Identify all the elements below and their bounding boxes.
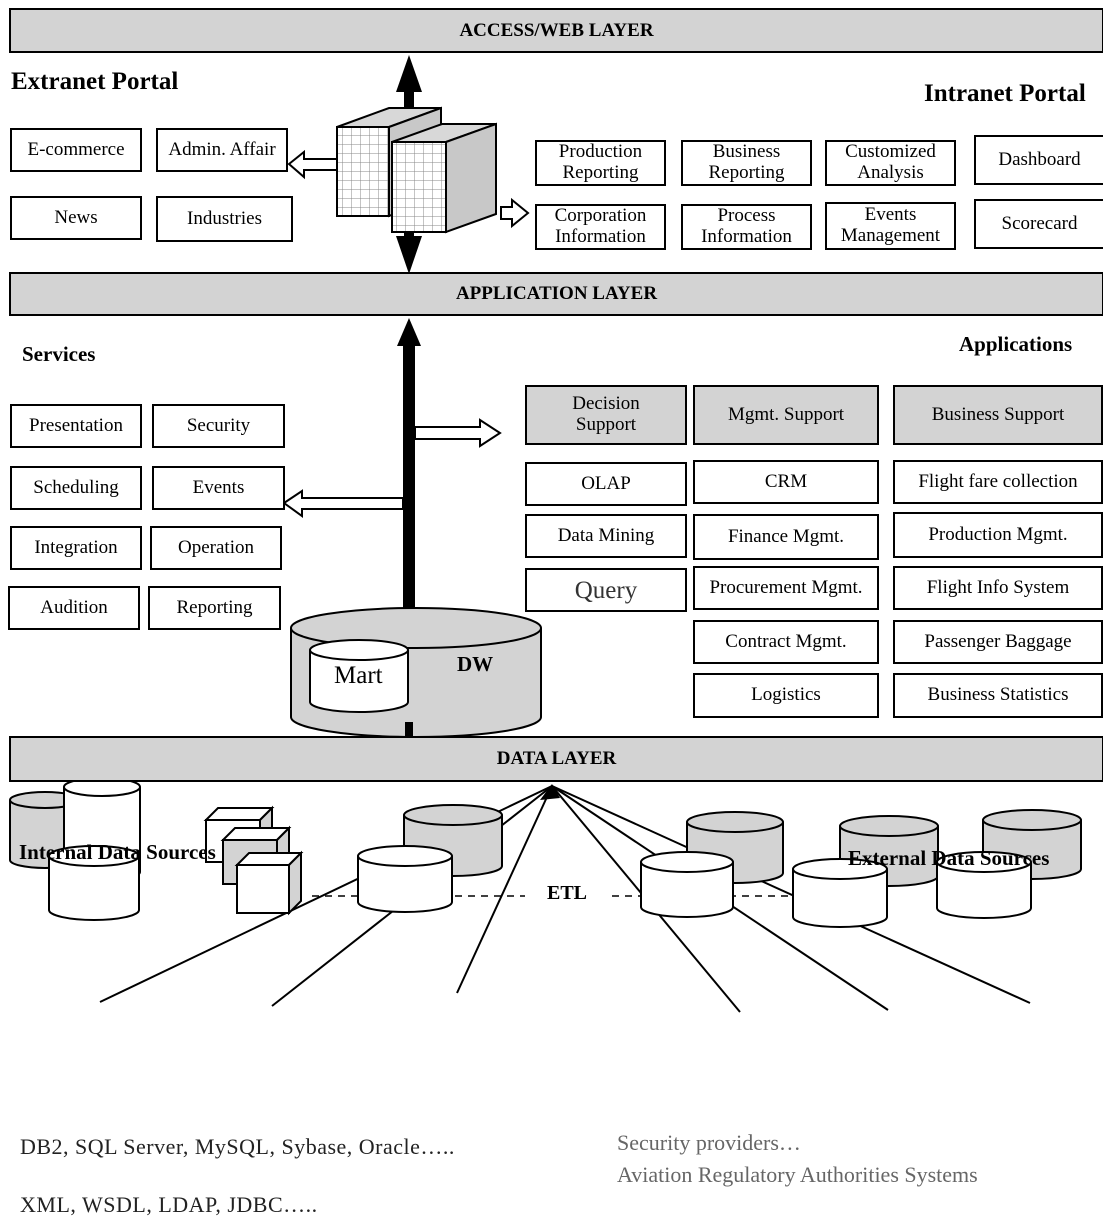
internal-sources-line-1: DB2, SQL Server, MySQL, Sybase, Oracle….… (20, 1134, 455, 1159)
app-header-decision-support[interactable]: Decision Support (525, 385, 687, 445)
external-sources-line-1: Security providers… (617, 1130, 801, 1155)
internal-db-pair-icon (357, 804, 503, 913)
extranet-item-news[interactable]: News (10, 196, 142, 240)
decision-item-data-mining[interactable]: Data Mining (525, 514, 687, 558)
intranet-item-customized-analysis[interactable]: Customized Analysis (825, 140, 956, 186)
applications-title: Applications (959, 332, 1073, 356)
intranet-item-process-information[interactable]: Process Information (681, 204, 812, 250)
business-item-flight-info-system[interactable]: Flight Info System (893, 566, 1103, 610)
intranet-item-business-reporting[interactable]: Business Reporting (681, 140, 812, 186)
internal-cubes-icon (203, 805, 304, 916)
mart-label: Mart (334, 662, 383, 689)
dw-label: DW (457, 652, 494, 676)
service-operation[interactable]: Operation (150, 526, 282, 570)
service-security[interactable]: Security (152, 404, 285, 448)
services-title: Services (22, 342, 96, 366)
app-header-mgmt-support[interactable]: Mgmt. Support (693, 385, 879, 445)
mgmt-item-procurement[interactable]: Procurement Mgmt. (693, 566, 879, 610)
external-db-pair-1-icon (640, 811, 784, 918)
external-sources-line-2: Aviation Regulatory Authorities Systems (617, 1162, 978, 1187)
business-item-business-statistics[interactable]: Business Statistics (893, 673, 1103, 718)
mart-cylinder-icon (309, 639, 409, 713)
intranet-item-production-reporting[interactable]: Production Reporting (535, 140, 666, 186)
internal-sources-title: Internal Data Sources (19, 840, 216, 864)
service-reporting[interactable]: Reporting (148, 586, 281, 630)
dw-down-connector (405, 722, 413, 736)
business-item-production-mgmt[interactable]: Production Mgmt. (893, 512, 1103, 558)
extranet-item-industries[interactable]: Industries (156, 196, 293, 242)
decision-item-olap[interactable]: OLAP (525, 462, 687, 506)
service-events[interactable]: Events (152, 466, 285, 510)
extranet-arrow (287, 149, 338, 180)
extranet-item-admin-affair[interactable]: Admin. Affair (156, 128, 288, 172)
access-layer-title: ACCESS/WEB LAYER (459, 19, 654, 41)
internal-sources-line-2: XML, WSDL, LDAP, JDBC….. (20, 1192, 318, 1217)
data-layer-bar: DATA LAYER (9, 736, 1103, 782)
decision-item-query[interactable]: Query (525, 568, 687, 612)
extranet-item-ecommerce[interactable]: E-commerce (10, 128, 142, 172)
intranet-portal-title: Intranet Portal (924, 80, 1086, 107)
external-db-pair-3-icon (936, 809, 1082, 919)
service-integration[interactable]: Integration (10, 526, 142, 570)
intranet-arrow (500, 197, 530, 229)
data-layer-title: DATA LAYER (496, 748, 617, 769)
service-presentation[interactable]: Presentation (10, 404, 142, 448)
access-web-layer-bar: ACCESS/WEB LAYER (9, 8, 1103, 53)
application-layer-title: APPLICATION LAYER (455, 283, 658, 304)
mgmt-item-logistics[interactable]: Logistics (693, 673, 879, 718)
intranet-item-dashboard[interactable]: Dashboard (974, 135, 1103, 185)
business-item-flight-fare-collection[interactable]: Flight fare collection (893, 460, 1103, 504)
etl-arrowhead (540, 784, 560, 800)
external-sources-title: External Data Sources (848, 846, 1050, 870)
application-dw-arrow (397, 318, 421, 612)
external-db-pair-2-icon (792, 815, 939, 928)
internal-db-cylinders-icon (9, 777, 141, 921)
business-item-passenger-baggage[interactable]: Passenger Baggage (893, 620, 1103, 664)
extranet-portal-title: Extranet Portal (11, 68, 179, 95)
mgmt-item-contract[interactable]: Contract Mgmt. (693, 620, 879, 664)
mgmt-item-finance[interactable]: Finance Mgmt. (693, 514, 879, 560)
web-server-cubes-icon (336, 106, 497, 234)
applications-arrow (414, 418, 502, 448)
intranet-item-events-management[interactable]: Events Management (825, 202, 956, 250)
application-layer-bar: APPLICATION LAYER (9, 272, 1103, 316)
intranet-item-corporation-information[interactable]: Corporation Information (535, 204, 666, 250)
intranet-item-scorecard[interactable]: Scorecard (974, 199, 1103, 249)
service-audition[interactable]: Audition (8, 586, 140, 630)
etl-label: ETL (543, 882, 592, 905)
app-header-business-support[interactable]: Business Support (893, 385, 1103, 445)
mgmt-item-crm[interactable]: CRM (693, 460, 879, 504)
service-scheduling[interactable]: Scheduling (10, 466, 142, 510)
services-arrow (282, 489, 404, 518)
